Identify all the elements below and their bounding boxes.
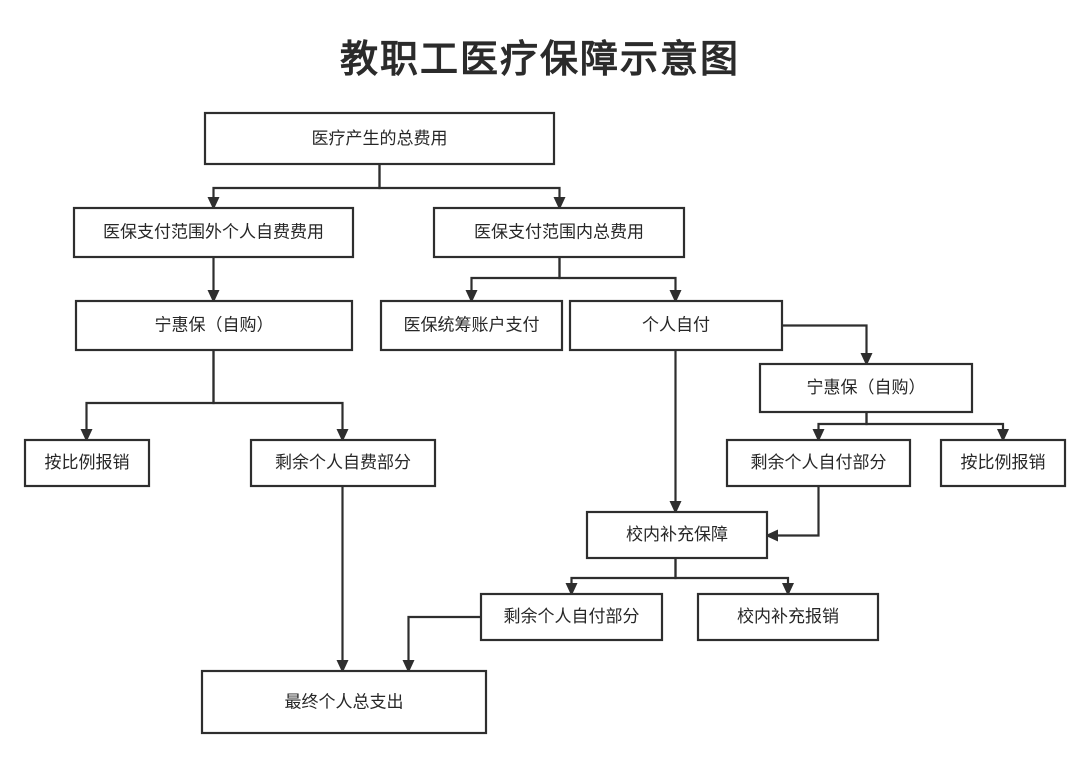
edge-n3-n5 xyxy=(470,257,561,293)
arrowhead-n6-n7 xyxy=(860,353,873,366)
arrowhead-n12-n13 xyxy=(565,583,578,596)
arrowhead-n12-n14 xyxy=(782,583,794,596)
node-box[interactable] xyxy=(23,438,151,488)
node-campus-supplementary-coverage[interactable]: 校内补充保障 xyxy=(585,510,769,560)
node-total-medical-cost[interactable]: 医疗产生的总费用 xyxy=(203,111,556,166)
node-label: 医疗产生的总费用 xyxy=(312,129,448,148)
node-pooled-account-payment[interactable]: 医保统筹账户支付 xyxy=(379,299,564,352)
arrowhead-n4-n9 xyxy=(336,429,349,442)
node-box[interactable] xyxy=(200,669,488,735)
node-label: 按比例报销 xyxy=(45,453,130,472)
arrowhead-n1-n2 xyxy=(207,197,220,210)
node-label: 宁惠保（自购） xyxy=(807,378,926,397)
edge-n3-n6 xyxy=(558,257,677,293)
node-label: 剩余个人自付部分 xyxy=(504,607,640,626)
node-ninghuibao-right[interactable]: 宁惠保（自购） xyxy=(758,362,974,414)
node-remaining-copay-lower[interactable]: 剩余个人自付部分 xyxy=(479,592,664,642)
node-proportional-reimbursement-right[interactable]: 按比例报销 xyxy=(939,438,1067,488)
edge-n7-n10 xyxy=(817,412,868,432)
arrowhead-n2-n4 xyxy=(207,290,220,303)
arrowhead-n3-n5 xyxy=(465,290,478,303)
edge-n7-n11 xyxy=(865,412,1005,432)
node-box[interactable] xyxy=(939,438,1067,488)
node-label: 个人自付 xyxy=(642,315,710,334)
node-personal-copay[interactable]: 个人自付 xyxy=(568,299,784,352)
node-label: 医保支付范围外个人自费费用 xyxy=(103,222,324,241)
node-label: 剩余个人自费部分 xyxy=(275,453,411,472)
node-box[interactable] xyxy=(725,438,912,488)
edge-n4-n8 xyxy=(85,350,215,432)
node-label: 按比例报销 xyxy=(961,453,1046,472)
arrowhead-n6-n12 xyxy=(669,501,682,514)
node-final-personal-total-expense[interactable]: 最终个人总支出 xyxy=(200,669,488,735)
node-box[interactable] xyxy=(479,592,664,642)
page-title: 教职工医疗保障示意图 xyxy=(339,39,740,81)
edge-n12-n13 xyxy=(570,558,677,586)
edge-n13-n15 xyxy=(407,615,481,663)
edge-n1-n3 xyxy=(378,164,561,200)
arrowhead-n9-n15 xyxy=(336,660,349,673)
node-label: 校内补充保障 xyxy=(626,525,728,544)
edge-n12-n14 xyxy=(674,558,790,586)
edge-layer xyxy=(80,164,1009,673)
node-box[interactable] xyxy=(432,206,686,259)
node-box[interactable] xyxy=(585,510,769,560)
node-box[interactable] xyxy=(203,111,556,166)
node-box[interactable] xyxy=(249,438,437,488)
arrowhead-n13-n15 xyxy=(402,660,415,673)
node-in-scope-total-cost[interactable]: 医保支付范围内总费用 xyxy=(432,206,686,259)
node-box[interactable] xyxy=(74,299,354,352)
node-out-of-scope-self-pay[interactable]: 医保支付范围外个人自费费用 xyxy=(72,206,355,259)
node-label: 剩余个人自付部分 xyxy=(751,453,887,472)
arrowhead-n7-n11 xyxy=(997,429,1009,442)
node-proportional-reimbursement-left[interactable]: 按比例报销 xyxy=(23,438,151,488)
edge-n4-n9 xyxy=(212,350,344,432)
node-box[interactable] xyxy=(696,592,880,642)
node-label: 医保统筹账户支付 xyxy=(404,315,540,334)
node-label: 医保支付范围内总费用 xyxy=(474,222,644,241)
arrowhead-n7-n10 xyxy=(812,429,825,442)
node-box[interactable] xyxy=(568,299,784,352)
node-box[interactable] xyxy=(758,362,974,414)
arrowhead-n10-n12 xyxy=(765,529,778,542)
node-box[interactable] xyxy=(379,299,564,352)
edge-n10-n12 xyxy=(775,486,820,537)
node-label: 宁惠保（自购） xyxy=(155,315,274,334)
node-label: 校内补充报销 xyxy=(737,607,839,626)
node-ninghuibao-left[interactable]: 宁惠保（自购） xyxy=(74,299,354,352)
node-remaining-self-pay-cost[interactable]: 剩余个人自费部分 xyxy=(249,438,437,488)
node-remaining-copay-upper[interactable]: 剩余个人自付部分 xyxy=(725,438,912,488)
edge-n1-n2 xyxy=(212,164,381,200)
arrowhead-n1-n3 xyxy=(553,197,566,210)
arrowhead-n4-n8 xyxy=(80,429,93,442)
node-layer: 医疗产生的总费用 医保支付范围外个人自费费用 医保支付范围内总费用 宁惠保（自购… xyxy=(23,111,1067,735)
node-campus-supplementary-reimbursement[interactable]: 校内补充报销 xyxy=(696,592,880,642)
node-label: 最终个人总支出 xyxy=(285,692,404,711)
edge-n6-n7 xyxy=(782,324,868,356)
node-box[interactable] xyxy=(72,206,355,259)
arrowhead-n3-n6 xyxy=(669,290,682,303)
